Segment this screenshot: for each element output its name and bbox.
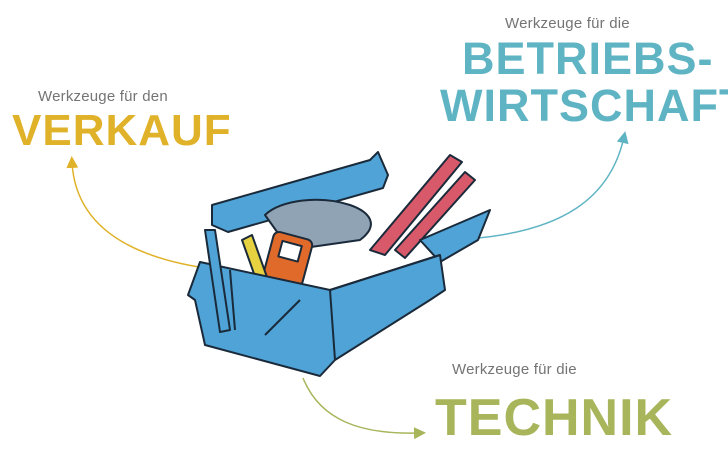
arrow-betriebswirtschaft — [477, 131, 629, 239]
technik-title: TECHNIK — [435, 389, 674, 447]
betriebswirtschaft-title-line1: BETRIEBS- — [462, 33, 714, 84]
arrow-technik — [302, 377, 426, 440]
betriebswirtschaft-subtitle: Werkzeuge für die — [505, 15, 630, 32]
verkauf-subtitle: Werkzeuge für den — [38, 88, 168, 105]
technik-subtitle: Werkzeuge für die — [452, 361, 577, 378]
verkauf-title: VERKAUF — [12, 106, 232, 155]
betriebswirtschaft-title-line2: WIRTSCHAFT — [440, 80, 728, 131]
toolbox-icon — [187, 151, 491, 377]
arrow-verkauf — [66, 156, 206, 269]
